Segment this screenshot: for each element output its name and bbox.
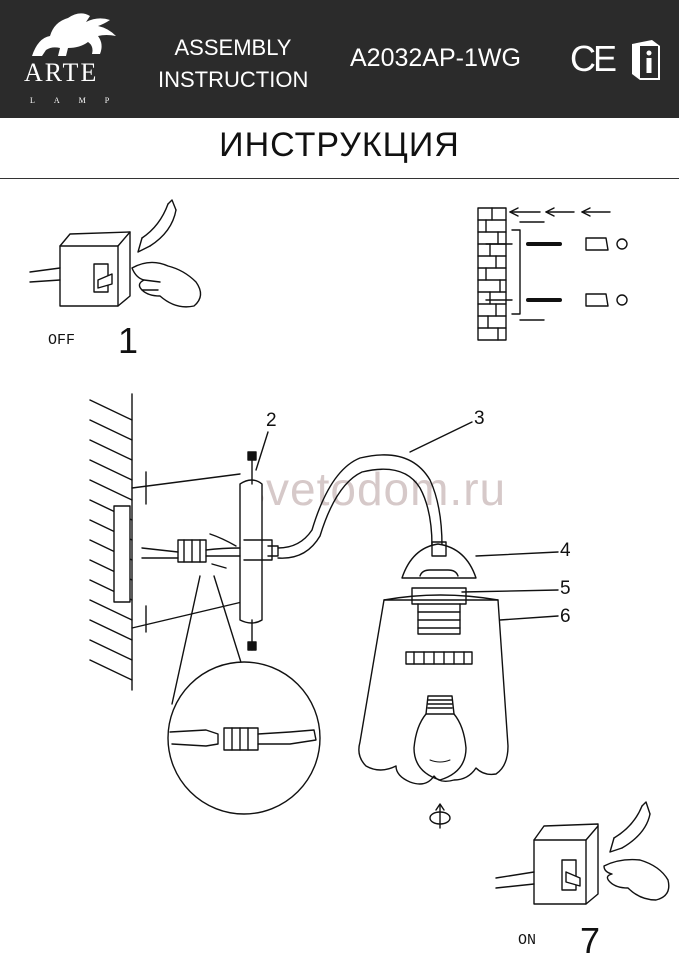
title-divider: [0, 178, 679, 179]
wall-bracket-icon: [477, 207, 628, 341]
lamp-arm: [277, 454, 443, 559]
part-number-5: 5: [560, 578, 571, 599]
hand-icon: [131, 261, 202, 308]
magnified-connector: [167, 661, 321, 815]
direction-arrow-icon: [137, 199, 177, 253]
part-number-4: 4: [560, 540, 571, 561]
terminal-block: [141, 533, 241, 569]
model-code: A2032AP-1WG: [350, 44, 521, 72]
lamp-socket: [405, 587, 473, 665]
hand-icon-on: [603, 858, 670, 901]
wall-hatching: [89, 393, 133, 691]
lion-logo-icon: [32, 13, 116, 56]
watermark: svetodom.ru: [242, 463, 507, 515]
header-title: ASSEMBLY INSTRUCTION: [158, 32, 308, 96]
page-title: ИНСТРУКЦИЯ: [219, 126, 460, 164]
brand-subtitle: LAMP: [30, 96, 129, 105]
power-switch-icon: [29, 231, 131, 307]
rotate-arrow-icon: [429, 803, 451, 829]
step-7-state: ON: [518, 932, 537, 949]
header-title-line2: INSTRUCTION: [158, 67, 309, 92]
lamp-shade: [358, 594, 509, 785]
step-7-number: 7: [580, 920, 601, 961]
direction-arrow-icon-on: [609, 801, 651, 853]
step-1-state: OFF: [48, 332, 76, 349]
header-title-line1: ASSEMBLY: [174, 35, 292, 60]
wall-plate: [239, 451, 279, 651]
info-book-icon: [632, 40, 660, 80]
light-bulb-icon: [413, 695, 467, 781]
part-number-3: 3: [474, 408, 485, 429]
power-switch-icon-on: [495, 823, 599, 905]
screw-icon: [485, 237, 628, 307]
part-number-2: 2: [266, 410, 277, 431]
lamp-cap: [401, 541, 477, 579]
brand-name: ARTE: [24, 58, 99, 87]
step-1-number: 1: [118, 320, 139, 361]
ce-mark: CE: [570, 38, 617, 79]
header-bar: ARTE LAMP ASSEMBLY INSTRUCTION A2032AP-1…: [0, 0, 679, 118]
part-number-6: 6: [560, 606, 571, 627]
